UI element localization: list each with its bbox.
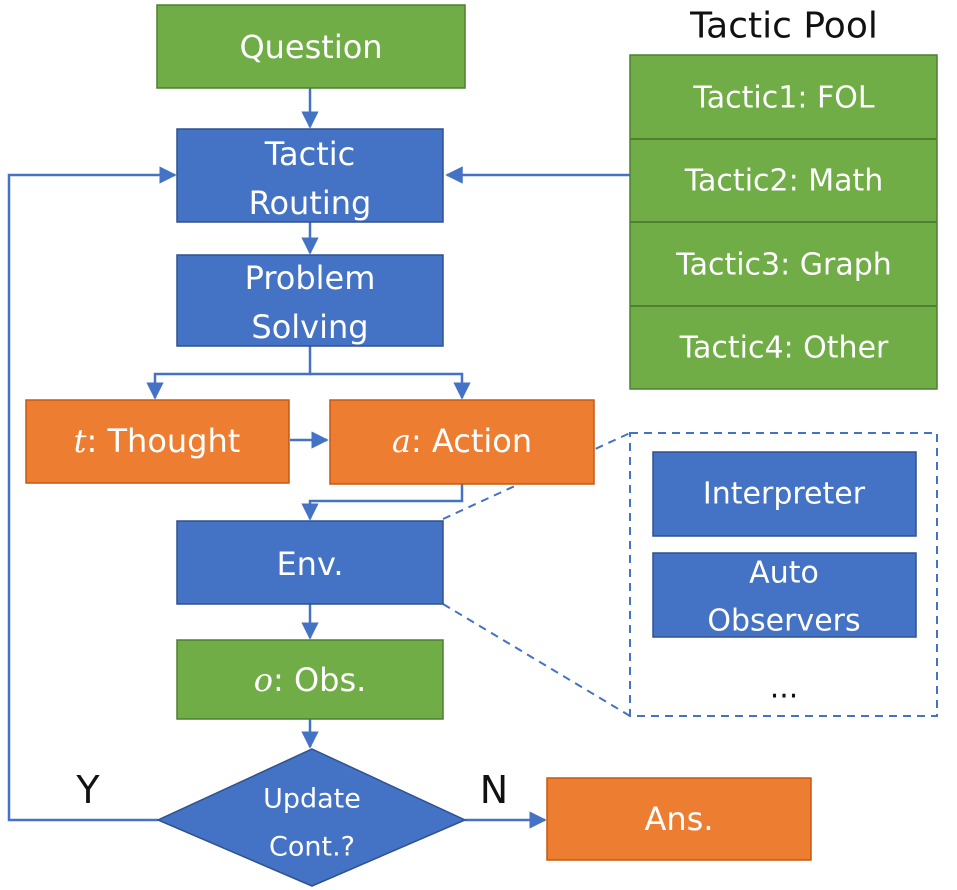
problem-solving-label-line1: Problem [245, 259, 376, 297]
action-node: a: Action [329, 399, 595, 485]
observation-label: o: Obs. [254, 661, 367, 699]
env-label: Env. [276, 545, 343, 583]
thought-text: : Thought [87, 422, 241, 460]
interpreter-box [652, 451, 917, 537]
tactic-routing-node: Tactic Routing [176, 128, 444, 223]
arrow-action-to-env [301, 484, 464, 521]
more-ellipsis: ... [770, 671, 799, 706]
auto-observers-label-line1: Auto [749, 556, 819, 591]
update-label-line1: Update [263, 784, 361, 815]
tactic-pool-item-2: Tactic2: Math [684, 164, 884, 199]
answer-label: Ans. [644, 800, 713, 838]
auto-observers-box [652, 552, 917, 638]
auto-observers-label-line2: Observers [707, 604, 860, 639]
tactic-routing-label-line2: Routing [249, 184, 372, 222]
problem-solving-label-line2: Solving [251, 308, 368, 346]
callout-line-bottom [442, 603, 631, 717]
question-node: Question [156, 4, 466, 89]
observation-text: : Obs. [273, 661, 366, 699]
tactic-pool-item-4: Tactic4: Other [679, 331, 889, 366]
problem-solving-node: Problem Solving [176, 254, 444, 347]
arrow-solving-to-thought [146, 346, 312, 400]
thought-label: t: Thought [74, 422, 241, 460]
action-variable: a [392, 422, 411, 460]
interpreter-label: Interpreter [703, 477, 866, 512]
tactic-pool-title: Tactic Pool [689, 6, 878, 47]
tactic-pool-item-1: Tactic1: FOL [692, 81, 874, 116]
action-label: a: Action [392, 422, 532, 460]
arrow-solving-to-action [310, 372, 471, 400]
branch-label-yes: Y [75, 768, 100, 812]
env-detail-panel: Interpreter Auto Observers ... [629, 432, 938, 717]
action-text: : Action [411, 422, 532, 460]
update-decision-node: Update Cont.? [156, 748, 467, 887]
tactic-pool: Tactic Pool Tactic1: FOL Tactic2: Math T… [629, 6, 938, 390]
thought-node: t: Thought [25, 399, 290, 484]
tactic-pool-item-3: Tactic3: Graph [675, 248, 892, 283]
tactic-routing-label-line1: Tactic [264, 135, 355, 173]
env-node: Env. [176, 520, 444, 605]
observation-node: o: Obs. [176, 639, 444, 720]
connectors [7, 88, 630, 829]
question-label: Question [239, 28, 382, 66]
thought-variable: t [74, 422, 87, 460]
observation-variable: o [254, 661, 273, 699]
branch-label-no: N [480, 768, 508, 812]
update-label-line2: Cont.? [269, 832, 355, 863]
arrow-update-yes-loop [7, 166, 177, 822]
answer-node: Ans. [546, 777, 812, 861]
